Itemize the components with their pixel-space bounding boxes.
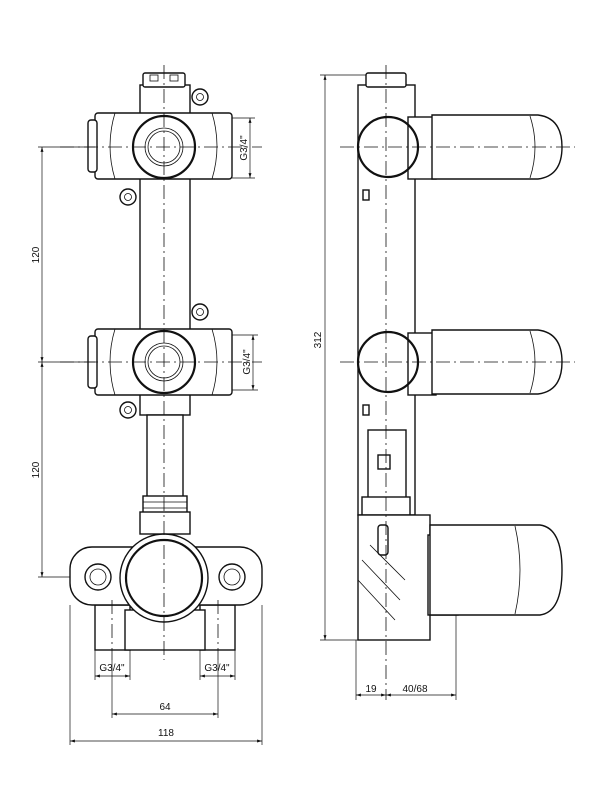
- dim-handle-depth: 40/68: [402, 684, 427, 695]
- dim-spacing-lower: 120: [31, 461, 42, 478]
- dim-overall-height: 312: [313, 331, 324, 348]
- dim-overall-width: 118: [158, 728, 174, 739]
- mixer-body: [69, 533, 263, 651]
- front-dimensions: 120 120 G3/4" G3/4" G3/4" G3/4" 64 118: [31, 117, 263, 745]
- dim-wall-depth: 19: [365, 684, 377, 695]
- dim-spacing-upper: 120: [31, 246, 42, 263]
- dim-inlet-right: G3/4": [204, 663, 230, 674]
- mixer-handle: [357, 514, 563, 641]
- dim-inlet-spacing: 64: [159, 702, 171, 713]
- upper-valve-body: [87, 88, 233, 206]
- side-dimensions: 312 19 40/68: [313, 74, 457, 700]
- dim-thread-lower: G3/4": [242, 349, 253, 375]
- front-view: [60, 65, 263, 660]
- side-view: [340, 65, 575, 700]
- dim-thread-upper: G3/4": [239, 135, 250, 161]
